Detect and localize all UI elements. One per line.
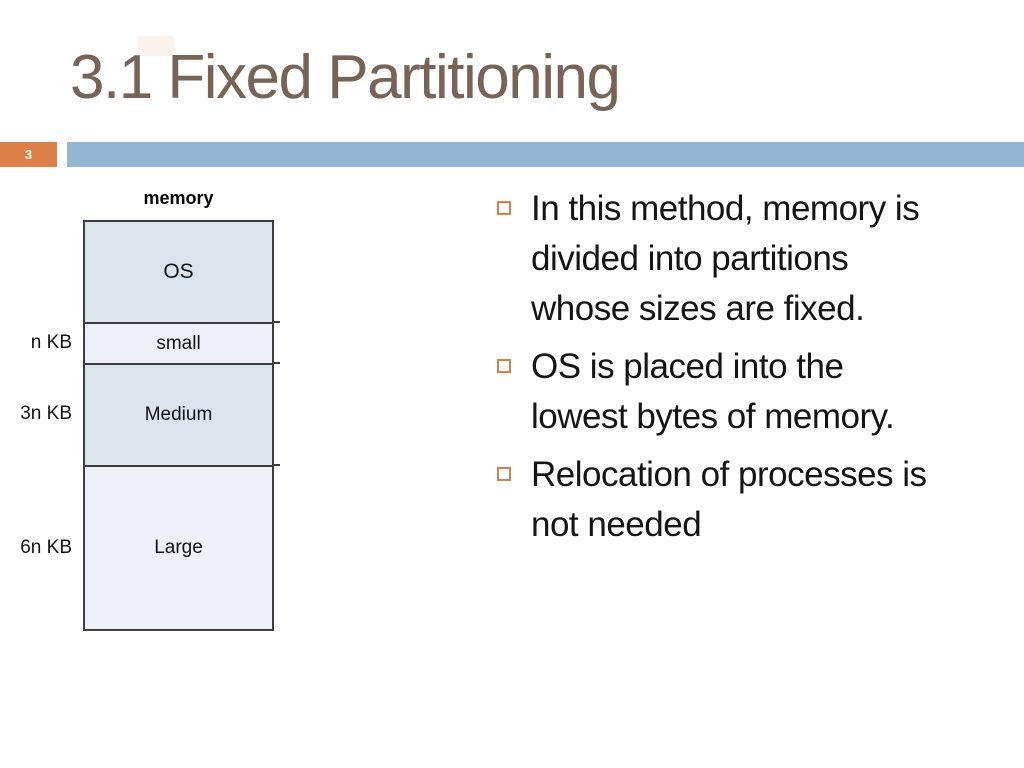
- memory-diagram-title: memory: [143, 188, 214, 208]
- bullet-text-line: whose sizes are fixed.: [531, 289, 865, 328]
- partition-medium: Medium: [85, 365, 272, 467]
- partition-boundary-tick: [272, 362, 280, 364]
- bullet-square-icon: [497, 467, 511, 481]
- partition-label: small: [156, 332, 201, 354]
- size-label-large: 6n KB: [20, 537, 72, 558]
- bullet-text-line: divided into partitions: [531, 239, 849, 278]
- partition-label: OS: [163, 260, 194, 283]
- bullet-text-line: In this method, memory is: [531, 189, 920, 228]
- slide-number-badge: 3: [0, 142, 57, 167]
- bullet-item: In this method, memory is divided into p…: [497, 184, 977, 334]
- partition-boundary-tick: [272, 321, 280, 323]
- slide-number: 3: [24, 147, 33, 162]
- bullet-text-line: lowest bytes of memory.: [531, 397, 895, 436]
- partition-large: Large: [85, 467, 272, 629]
- bullet-item: OS is placed into the lowest bytes of me…: [497, 342, 977, 442]
- partition-label: Large: [154, 537, 203, 558]
- memory-diagram: OS small Medium Large: [83, 220, 274, 631]
- slide-title: 3.1 Fixed Partitioning: [70, 43, 621, 112]
- bullet-square-icon: [497, 201, 511, 215]
- size-label-small: n KB: [30, 332, 72, 353]
- bullet-item: Relocation of processes is not needed: [497, 450, 977, 550]
- header-divider-bar: [67, 142, 1024, 167]
- bullet-list: In this method, memory is divided into p…: [497, 184, 977, 558]
- bullet-text-line: Relocation of processes is: [531, 455, 927, 494]
- size-label-medium: 3n KB: [20, 403, 72, 424]
- partition-os: OS: [85, 222, 272, 324]
- partition-boundary-tick: [272, 464, 280, 466]
- partition-label: Medium: [144, 404, 213, 425]
- bullet-text-line: not needed: [531, 505, 702, 544]
- title-accent-square: [138, 36, 174, 56]
- bullet-square-icon: [497, 359, 511, 373]
- partition-small: small: [85, 324, 272, 365]
- bullet-text-line: OS is placed into the: [531, 347, 844, 386]
